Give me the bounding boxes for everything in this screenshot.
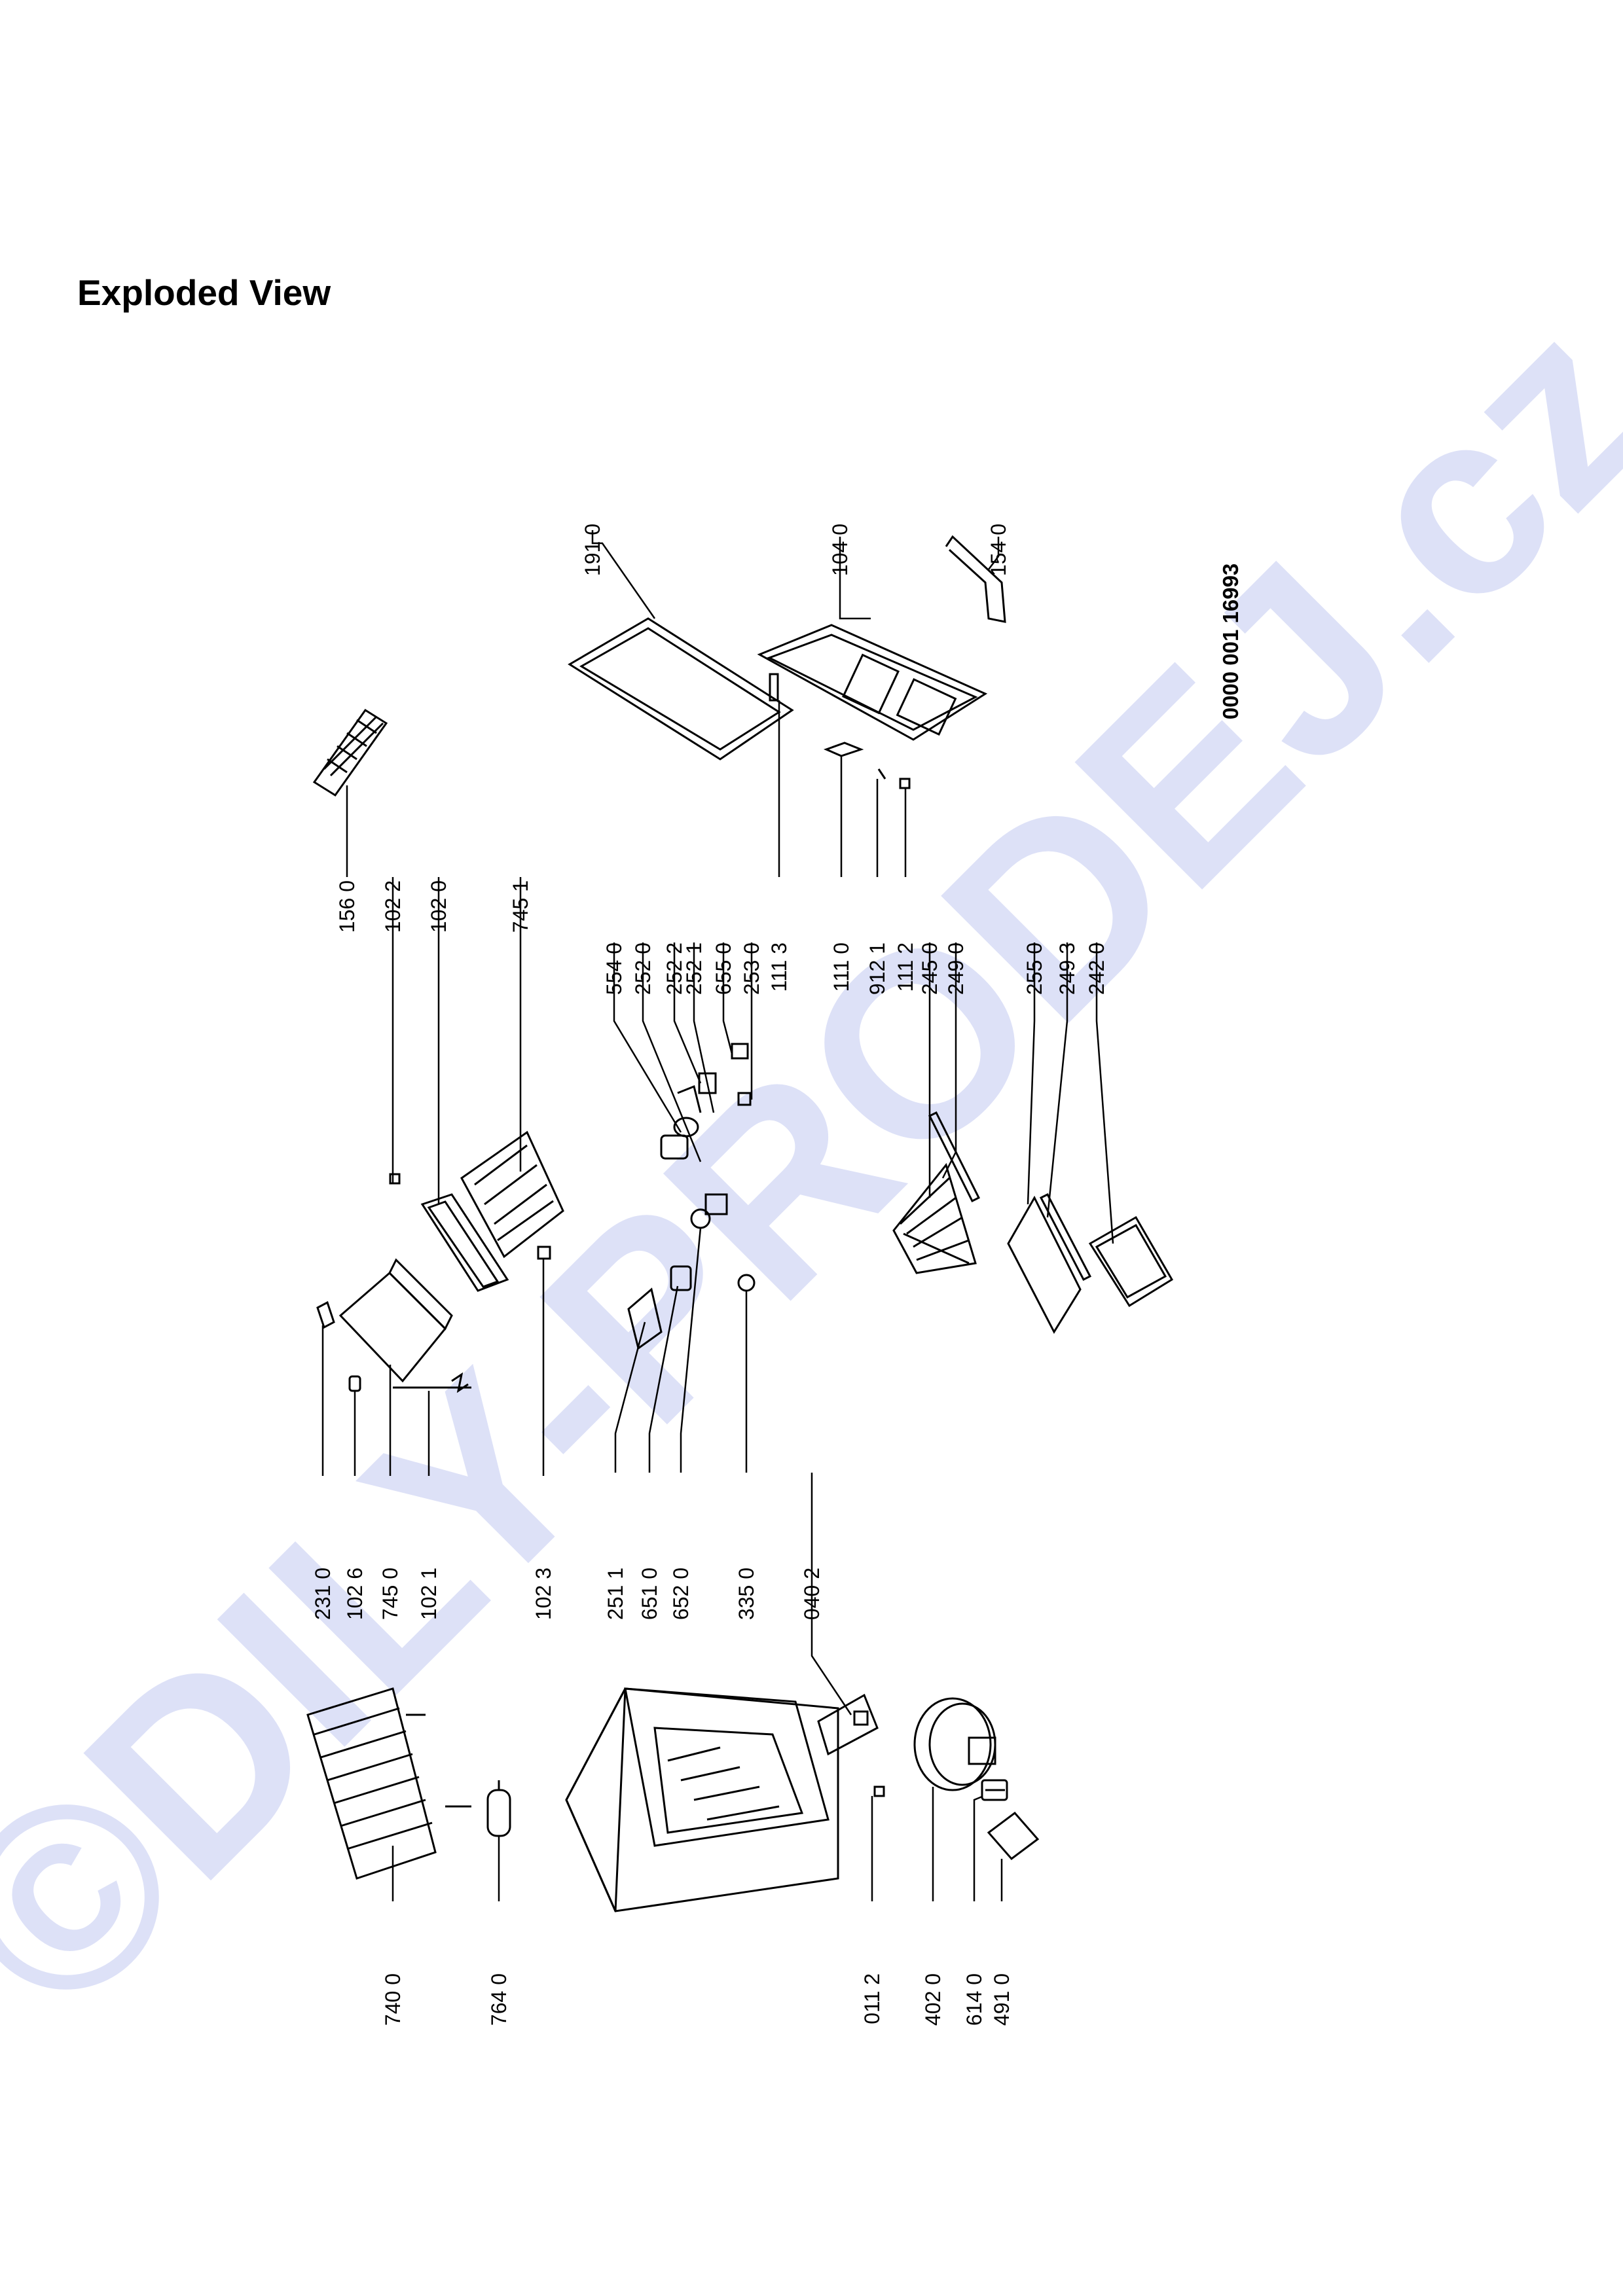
clip-part	[389, 1173, 401, 1185]
thermostat-assembly	[660, 1043, 752, 1215]
lamp-part	[690, 1208, 711, 1229]
part-label: 102 1	[417, 1568, 441, 1620]
part-label: 745 0	[378, 1568, 402, 1620]
part-label: 652 0	[669, 1568, 693, 1620]
part-label: 242 0	[1085, 942, 1108, 995]
part-label: 912 1	[866, 942, 889, 995]
part-label: 402 0	[921, 1973, 945, 2026]
starter-relay	[981, 1779, 1008, 1801]
door-gasket	[568, 617, 794, 761]
part-label: 104 0	[828, 524, 852, 576]
shelf-rail	[420, 1193, 509, 1292]
hinge-plate	[823, 742, 864, 757]
part-label: 102 6	[343, 1568, 367, 1620]
knob-part	[348, 1375, 361, 1392]
part-label: 156 0	[335, 880, 359, 933]
relay-cover	[987, 1811, 1040, 1861]
part-label: 040 2	[800, 1568, 824, 1620]
hinge-screw	[877, 768, 886, 780]
wire-shelf	[892, 1162, 977, 1274]
part-label: 252 0	[631, 942, 655, 995]
lamp-holder	[670, 1265, 692, 1291]
part-number-labels: 156 0 102 2 102 0 745 1 231 0 102 6 745 …	[311, 524, 1108, 2026]
part-label: 249 3	[1055, 942, 1079, 995]
clip-part-2	[537, 1246, 551, 1260]
part-label: 745 1	[509, 880, 532, 933]
evaporator-shelf	[460, 1130, 564, 1259]
part-label: 764 0	[487, 1973, 511, 2026]
part-label: 111 3	[767, 942, 791, 992]
part-label: 651 0	[638, 1568, 661, 1620]
part-label: 251 1	[604, 1568, 627, 1620]
leveling-foot-bracket	[817, 1693, 879, 1756]
part-label: 111 0	[830, 942, 853, 992]
hinge-pin	[899, 778, 911, 789]
part-label: 191 0	[581, 524, 604, 576]
part-label: 554 0	[602, 942, 626, 995]
part-label: 740 0	[381, 1973, 405, 2026]
part-label: 102 2	[381, 880, 405, 933]
shelf-trim	[928, 1111, 981, 1203]
part-label: 154 0	[987, 524, 1010, 576]
small-cover-part	[316, 1300, 335, 1329]
inner-door-panel	[757, 624, 988, 741]
part-label: 255 0	[1023, 942, 1046, 995]
part-label: 614 0	[962, 1973, 986, 2026]
part-label: 102 0	[427, 880, 450, 933]
door-handle	[945, 535, 1006, 623]
part-label: 245 0	[918, 942, 941, 995]
part-label: 655 0	[712, 942, 735, 995]
glass-shelf-trim	[1039, 1193, 1092, 1282]
bracket-part	[627, 1287, 663, 1350]
part-label: 231 0	[311, 1568, 335, 1620]
part-label: 249 0	[944, 942, 968, 995]
part-label: 253 0	[740, 942, 763, 995]
part-label: 491 0	[990, 1973, 1013, 2026]
part-label: 102 3	[532, 1568, 555, 1620]
part-label: 252 1	[682, 942, 706, 995]
part-label: 252 2	[663, 942, 686, 995]
evaporator-plate	[338, 1258, 471, 1393]
ice-cube-tray	[312, 708, 388, 797]
grommet-part	[737, 1274, 756, 1292]
part-label: 335 0	[735, 1568, 758, 1620]
compressor	[913, 1697, 996, 1791]
glass-shelf	[1007, 1195, 1082, 1335]
page-title: Exploded View	[77, 272, 331, 313]
part-label: 111 2	[894, 942, 917, 992]
refrigerator-cabinet	[565, 1687, 839, 1912]
crisper-drawer	[1088, 1215, 1174, 1308]
filter-dryer	[486, 1780, 511, 1837]
part-label: 011 2	[860, 1973, 884, 2024]
small-spacer	[873, 1785, 885, 1797]
condenser-coil	[306, 1687, 471, 1880]
door-strip	[769, 673, 779, 702]
leader-lines	[321, 530, 1114, 1901]
